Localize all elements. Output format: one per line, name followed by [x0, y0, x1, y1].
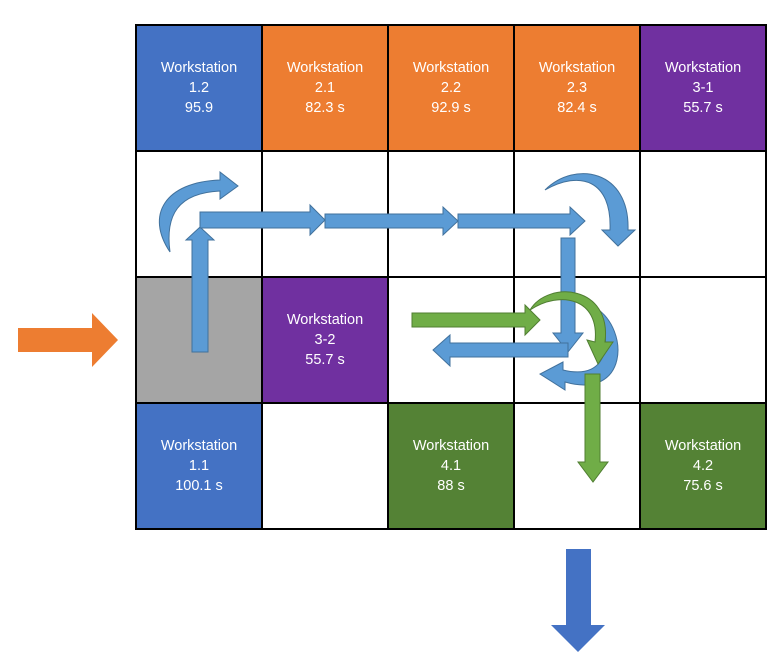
empty-cell	[389, 152, 515, 278]
blocked-cell	[137, 278, 263, 404]
empty-cell	[641, 152, 767, 278]
workstation-time: 55.7 s	[683, 100, 723, 116]
workstation-time: 100.1 s	[175, 478, 223, 494]
workstation-title: Workstation	[538, 60, 616, 76]
empty-cell	[263, 152, 389, 278]
workstation-time: 75.6 s	[683, 478, 723, 494]
workstation-cell-4-2: Workstation 4.2 75.6 s	[641, 404, 767, 530]
workstation-time: 82.4 s	[557, 100, 597, 116]
workstation-time: 95.9	[184, 100, 214, 116]
workstation-id: 1.1	[188, 458, 210, 474]
workstation-id: 3-2	[314, 332, 336, 348]
workstation-cell-3-1: Workstation 3-1 55.7 s	[641, 26, 767, 152]
workstation-cell-1-2: Workstation 1.2 95.9	[137, 26, 263, 152]
workstation-id: 2.1	[314, 80, 336, 96]
workstation-cell-1-1: Workstation 1.1 100.1 s	[137, 404, 263, 530]
workstation-id: 1.2	[188, 80, 210, 96]
workstation-cell-2-3: Workstation 2.3 82.4 s	[515, 26, 641, 152]
output-arrow	[551, 549, 605, 652]
workstation-cell-3-2: Workstation 3-2 55.7 s	[263, 278, 389, 404]
workstation-id: 2.2	[440, 80, 462, 96]
workstation-cell-2-1: Workstation 2.1 82.3 s	[263, 26, 389, 152]
workstation-title: Workstation	[412, 60, 490, 76]
workstation-title: Workstation	[286, 60, 364, 76]
workstation-id: 4.2	[692, 458, 714, 474]
workstation-title: Workstation	[412, 438, 490, 454]
empty-cell	[515, 404, 641, 530]
empty-cell	[389, 278, 515, 404]
workstation-title: Workstation	[160, 438, 238, 454]
workstation-title: Workstation	[160, 60, 238, 76]
empty-cell	[137, 152, 263, 278]
workstation-time: 92.9 s	[431, 100, 471, 116]
workstation-time: 88 s	[437, 478, 465, 494]
empty-cell	[263, 404, 389, 530]
workstation-cell-4-1: Workstation 4.1 88 s	[389, 404, 515, 530]
empty-cell	[641, 278, 767, 404]
workstation-title: Workstation	[664, 438, 742, 454]
workstation-time: 55.7 s	[305, 352, 345, 368]
input-arrow	[18, 313, 118, 367]
empty-cell	[515, 152, 641, 278]
workstation-time: 82.3 s	[305, 100, 345, 116]
workstation-id: 4.1	[440, 458, 462, 474]
workstation-cell-2-2: Workstation 2.2 92.9 s	[389, 26, 515, 152]
workstation-id: 2.3	[566, 80, 588, 96]
workstation-title: Workstation	[286, 312, 364, 328]
workstation-id: 3-1	[692, 80, 714, 96]
workstation-title: Workstation	[664, 60, 742, 76]
empty-cell	[515, 278, 641, 404]
